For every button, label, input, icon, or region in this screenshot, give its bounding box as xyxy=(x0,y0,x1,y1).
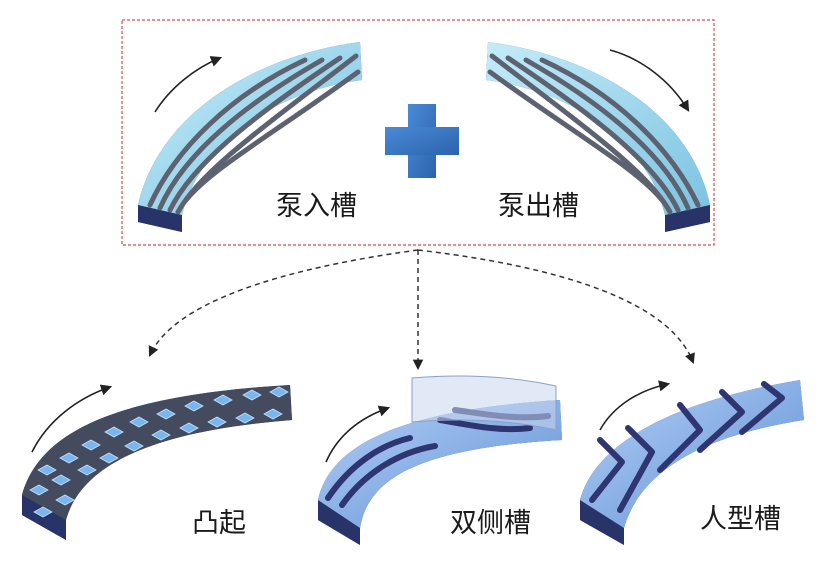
bump-rotation-arrow xyxy=(31,384,113,453)
bump-seal-segment xyxy=(22,385,292,540)
top-group-frame xyxy=(121,19,715,246)
pump-in-rotation-arrow xyxy=(154,56,223,113)
herringbone-rotation-arrow xyxy=(599,380,671,431)
double-side-seal-segment xyxy=(318,375,562,545)
pump-out-seal-segment xyxy=(486,42,710,232)
herringbone-seal-segment xyxy=(580,380,804,545)
pump-in-seal-segment xyxy=(138,42,362,232)
pump-out-label: 泵出槽 xyxy=(498,191,579,222)
pump-out-rotation-arrow xyxy=(609,49,690,112)
transparent-overlay xyxy=(411,375,557,431)
connector-to-bump xyxy=(148,249,419,357)
double-side-rotation-arrow xyxy=(325,405,391,463)
connector-to-herringbone xyxy=(417,249,695,364)
pump-in-label: 泵入槽 xyxy=(276,191,357,222)
double-side-label: 双侧槽 xyxy=(450,508,531,539)
bump-label: 凸起 xyxy=(192,508,246,539)
plus-icon xyxy=(385,104,459,178)
connector-arrows xyxy=(148,249,695,371)
herringbone-label: 人型槽 xyxy=(700,504,781,535)
